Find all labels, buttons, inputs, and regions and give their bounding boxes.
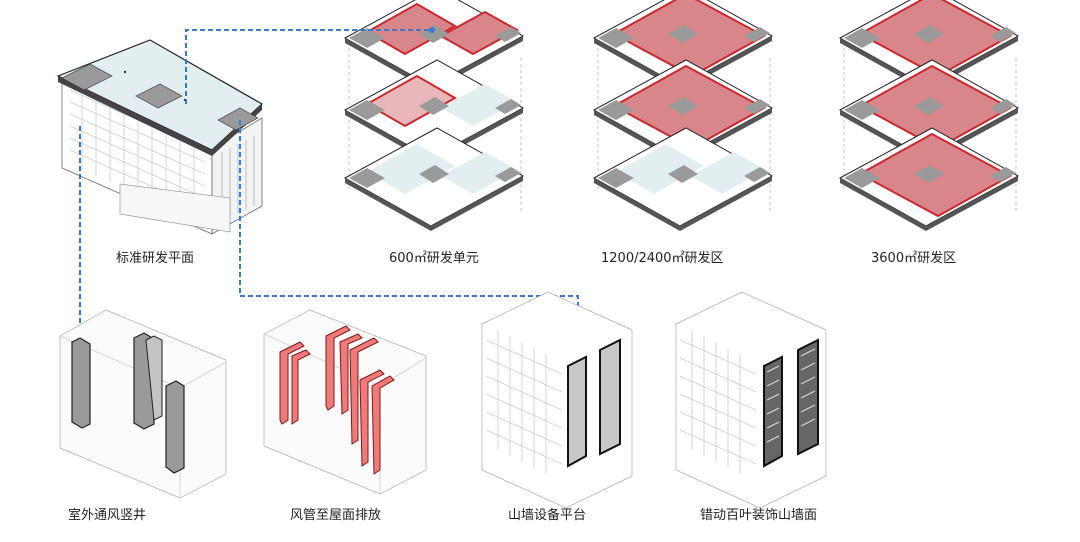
duct-to-roof-diagram [263,309,427,495]
label-600-unit: 600㎡研发单元 [389,250,479,266]
label-staggered-louver: 错动百叶装饰山墙面 [700,508,817,523]
connector-end-dot [429,27,435,33]
stack-3600-zone [838,0,1020,231]
standard-plan-building [56,39,264,235]
label-duct-to-roof: 风管至屋面排放 [290,508,381,523]
outdoor-shaft-diagram [59,309,227,499]
gable-platform-diagram [481,291,633,509]
label-standard-plan: 标准研发平面 [116,250,194,266]
label-3600-zone: 3600㎡研发区 [871,250,956,266]
stack-600-unit [343,0,525,231]
label-1200-2400-zone: 1200/2400㎡研发区 [601,250,724,266]
label-gable-platform: 山墙设备平台 [508,507,586,523]
label-outdoor-shaft: 室外通风竖井 [68,507,146,523]
staggered-louver-diagram [675,291,827,509]
stack-1200-2400-zone [592,0,774,231]
